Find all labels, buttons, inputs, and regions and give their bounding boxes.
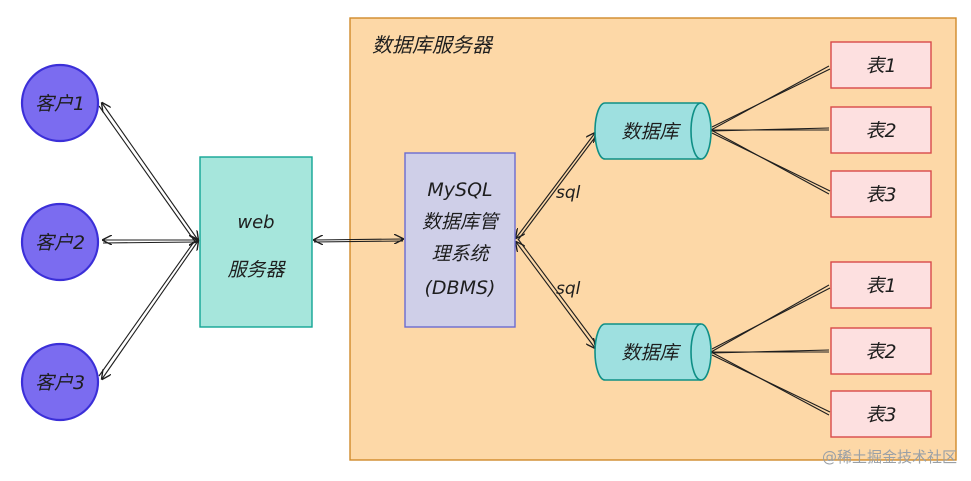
client-2-circle	[20, 202, 100, 282]
web-server-label-line2: 服务器	[227, 259, 286, 281]
database-1-tables: 表1 表2 表3	[830, 41, 932, 218]
connector-dbms-db1-sketch	[517, 135, 597, 241]
connector-client1-web	[102, 103, 198, 240]
connector-client2-web-sketch	[102, 241, 198, 244]
database-1-label: 数据库	[621, 121, 681, 143]
db2-table-3-box	[830, 390, 932, 438]
dbms-box	[404, 152, 516, 328]
dbms-label-line3: 理系统	[431, 243, 491, 265]
database-1-cylinder-end	[690, 102, 702, 160]
connector-db2-table1-sketch	[711, 287, 831, 350]
connector-dbms-db2-sketch	[517, 238, 598, 346]
client-3-circle	[20, 342, 100, 422]
watermark: @稀土掘金技术社区	[821, 448, 957, 466]
connector-db2-table3-sketch	[711, 354, 831, 413]
client-1-circle	[20, 63, 100, 143]
db1-table-1-box	[830, 41, 932, 89]
connector-db2-table2-sketch	[710, 349, 830, 354]
client-2: 客户2	[20, 202, 100, 282]
dbms: MySQL 数据库管 理系统 (DBMS)	[404, 152, 516, 328]
web-server-label-line1: web	[237, 212, 274, 233]
db2-table-1-label: 表1	[865, 275, 896, 297]
connector-web-dbms-sketch	[313, 240, 404, 243]
db2-table-2-box	[830, 327, 932, 375]
client-2-label: 客户2	[35, 232, 85, 254]
database-2-label: 数据库	[621, 342, 681, 364]
db1-table-2-box	[830, 106, 932, 154]
dbms-label-line4: (DBMS)	[425, 277, 496, 299]
db1-table-3-box	[830, 170, 932, 218]
client-3: 客户3	[20, 342, 100, 422]
db1-table-1-label: 表1	[865, 55, 896, 77]
web-server-box	[199, 156, 313, 328]
dbms-label-line2: 数据库管	[422, 211, 501, 233]
connector-dbms-db1	[516, 133, 595, 238]
connector-client3-web-sketch	[98, 238, 197, 377]
dbms-label-line1: MySQL	[427, 179, 492, 201]
connectors	[98, 65, 831, 416]
connector-db1-table2-sketch	[710, 127, 830, 132]
sql-label-bottom: sql	[556, 279, 581, 299]
db2-table-1-box	[830, 261, 932, 309]
db1-table-2-label: 表2	[865, 120, 896, 142]
database-2-tables: 表1 表2 表3	[830, 261, 932, 438]
client-3-label: 客户3	[35, 372, 85, 394]
connector-db1-table3-sketch	[711, 132, 831, 192]
web-server: web 服务器	[199, 156, 313, 328]
client-1: 客户1	[20, 63, 100, 143]
db2-table-3-label: 表3	[865, 404, 896, 426]
connector-client3-web	[102, 241, 198, 379]
db1-table-3-label: 表3	[865, 184, 896, 206]
connector-client1-web-sketch	[98, 105, 197, 244]
db2-table-2-label: 表2	[865, 341, 896, 363]
connector-web-dbms	[314, 239, 403, 240]
database-2: 数据库	[594, 323, 712, 381]
database-2-cylinder-end	[690, 323, 702, 381]
server-title: 数据库服务器	[372, 33, 494, 57]
connector-db1-table1-sketch	[711, 68, 831, 128]
connector-dbms-db2	[516, 242, 595, 348]
sql-label-top: sql	[556, 183, 581, 203]
database-1: 数据库	[594, 102, 712, 160]
client-1-label: 客户1	[35, 93, 85, 115]
